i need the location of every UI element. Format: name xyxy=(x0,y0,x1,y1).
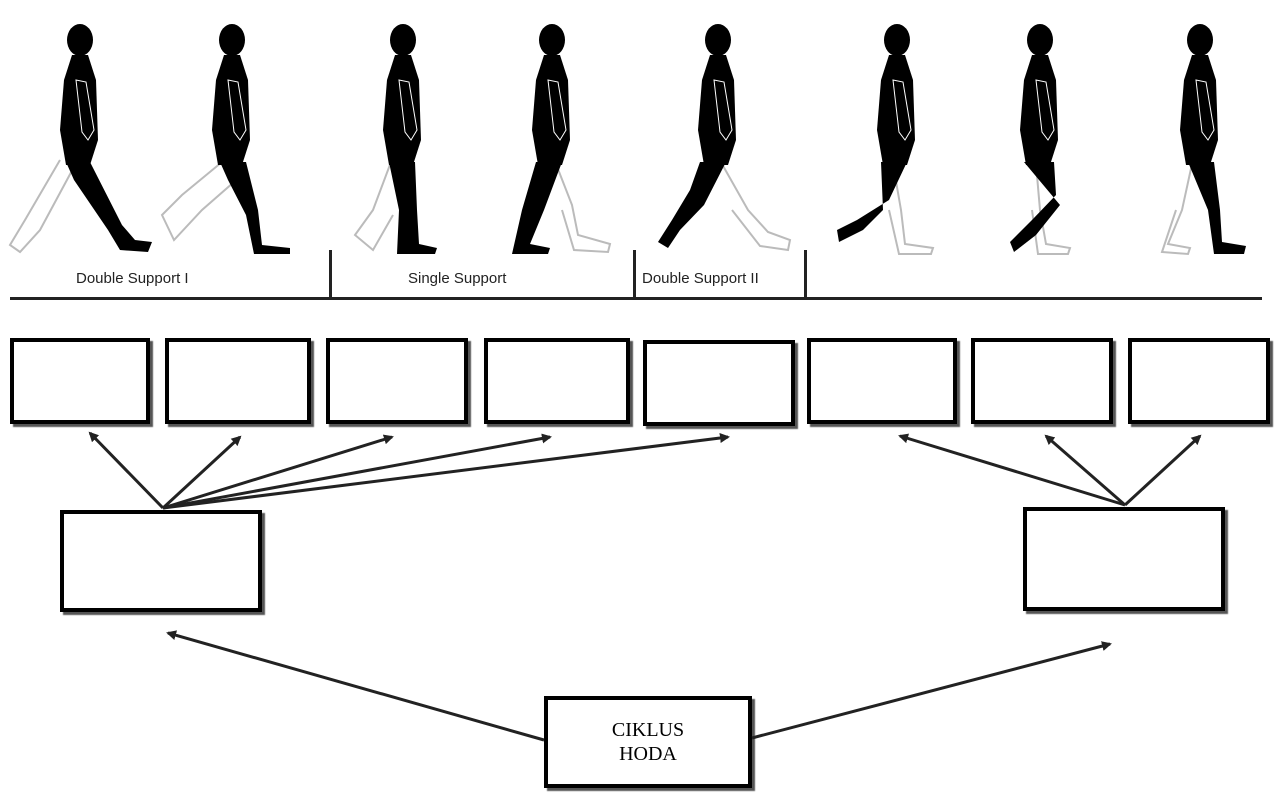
phase-divider xyxy=(633,250,636,298)
walking-figures xyxy=(8,23,1246,256)
walking-figure-icon xyxy=(8,23,152,254)
gait-cycle-label: CIKLUS HODA xyxy=(612,718,684,766)
arrow xyxy=(751,641,1112,740)
walking-figure-icon xyxy=(1010,23,1072,255)
answer-box-6 xyxy=(807,338,957,424)
phase-label-double-support-2: Double Support II xyxy=(642,270,759,287)
answer-box-3 xyxy=(326,338,468,424)
phase-label-single-support: Single Support xyxy=(408,270,507,287)
gait-cycle-box: CIKLUS HODA xyxy=(544,696,752,788)
answer-box-7 xyxy=(971,338,1113,424)
answer-box-2 xyxy=(165,338,311,424)
answer-box-5 xyxy=(643,340,795,426)
arrow xyxy=(1044,434,1126,507)
gait-cycle-label-line2: HODA xyxy=(619,743,677,765)
walking-figure-icon xyxy=(160,23,290,254)
arrow xyxy=(162,434,394,510)
gait-cycle-label-line1: CIKLUS xyxy=(611,719,685,741)
arrow xyxy=(898,433,1126,507)
answer-box-8 xyxy=(1128,338,1270,424)
arrow xyxy=(161,435,242,510)
phase-divider xyxy=(329,250,332,298)
answer-box-4 xyxy=(484,338,630,424)
walking-figure-icon xyxy=(512,23,612,254)
walking-figure-icon xyxy=(658,23,792,252)
phase-label-double-support-1: Double Support I xyxy=(76,270,189,287)
answer-box-1 xyxy=(10,338,150,424)
arrow xyxy=(166,630,545,742)
arrow xyxy=(1123,434,1202,507)
arrow xyxy=(162,433,552,510)
arrow xyxy=(162,433,730,510)
arrow xyxy=(88,431,165,510)
walking-figure-icon xyxy=(353,23,437,254)
walking-figure-icon xyxy=(1160,23,1246,256)
walking-figure-icon xyxy=(837,23,935,255)
phase-divider xyxy=(804,250,807,298)
stance-phase-box xyxy=(60,510,262,612)
swing-phase-box xyxy=(1023,507,1225,611)
phase-timeline xyxy=(10,297,1262,300)
